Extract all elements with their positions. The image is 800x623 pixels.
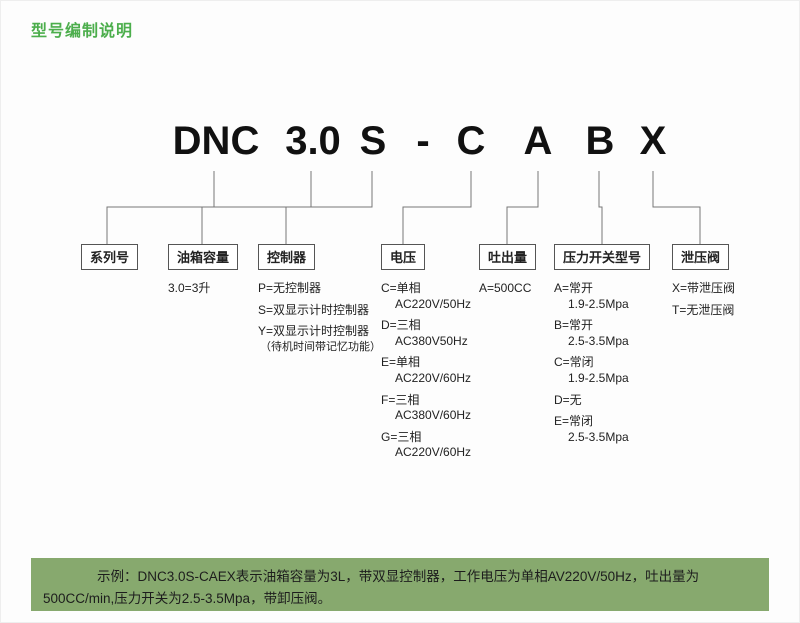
option-line2: AC220V/60Hz <box>395 370 472 385</box>
model-segment-capacity: 3.0 <box>285 119 341 163</box>
footer-example-text: 示例：DNC3.0S-CAEX表示油箱容量为3L，带双显控制器，工作电压为单相A… <box>43 569 700 606</box>
model-segment-voltage: C <box>456 119 486 163</box>
option-item: Y=双显示计时控制器 （待机时间带记忆功能） <box>258 324 381 354</box>
model-segment-series: DNC <box>172 119 260 163</box>
option-list: P=无控制器 S=双显示计时控制器 Y=双显示计时控制器 （待机时间带记忆功能） <box>258 281 381 354</box>
option-line2: AC220V/60Hz <box>395 445 472 460</box>
option-line1: P=无控制器 <box>258 281 322 295</box>
option-list: A=常开 1.9-2.5Mpa B=常开 2.5-3.5Mpa C=常闭 1.9… <box>554 281 650 445</box>
option-item: S=双显示计时控制器 <box>258 303 381 319</box>
option-item: T=无泄压阀 <box>672 303 735 319</box>
option-line1: S=双显示计时控制器 <box>258 302 370 317</box>
option-line1: 3.0=3升 <box>168 281 211 295</box>
option-item: B=常开 2.5-3.5Mpa <box>554 318 650 349</box>
group-relief-valve: 泄压阀 X=带泄压阀 T=无泄压阀 <box>672 244 735 324</box>
option-line2: AC380V/60Hz <box>395 408 472 423</box>
option-item: E=单相 AC220V/60Hz <box>381 355 471 386</box>
group-tank-capacity: 油箱容量 3.0=3升 <box>168 244 239 303</box>
option-line1: G=三相 <box>381 429 422 444</box>
option-line1: A=常开 <box>554 281 594 295</box>
group-label-box-controller: 控制器 <box>258 244 316 270</box>
option-line1: E=单相 <box>381 355 421 370</box>
group-discharge: 吐出量 A=500CC <box>479 244 537 303</box>
page-title: 型号编制说明 <box>31 23 134 40</box>
option-line2: 2.5-3.5Mpa <box>568 333 629 348</box>
group-label-box-series: 系列号 <box>81 244 139 270</box>
option-list: X=带泄压阀 T=无泄压阀 <box>672 281 735 318</box>
option-line2: 1.9-2.5Mpa <box>568 370 629 385</box>
group-label-box-discharge: 吐出量 <box>479 244 537 270</box>
option-line1: B=常开 <box>554 318 594 333</box>
group-label-box-tank-capacity: 油箱容量 <box>168 244 239 270</box>
group-series: 系列号 <box>81 244 139 270</box>
model-segment-pressure-switch: B <box>585 119 615 163</box>
option-line1: A=500CC <box>479 281 532 295</box>
option-item: D=三相 AC380V50Hz <box>381 318 471 349</box>
group-pressure-switch: 压力开关型号 A=常开 1.9-2.5Mpa B=常开 2.5-3.5Mpa C… <box>554 244 651 451</box>
option-item: G=三相 AC220V/60Hz <box>381 430 471 461</box>
option-line2: 2.5-3.5Mpa <box>568 429 629 444</box>
model-segment-dash: - <box>416 119 430 163</box>
option-line2: 1.9-2.5Mpa <box>568 296 629 311</box>
option-line2: AC380V50Hz <box>395 333 468 348</box>
option-item: X=带泄压阀 <box>672 281 735 297</box>
option-list: C=单相 AC220V/50Hz D=三相 AC380V50Hz E=单相 AC… <box>381 281 471 461</box>
option-line1: D=无 <box>554 392 582 407</box>
option-line1: D=三相 <box>381 318 421 333</box>
model-segment-relief-valve: X <box>639 119 667 163</box>
group-label-box-pressure-switch: 压力开关型号 <box>554 244 651 270</box>
option-line2: （待机时间带记忆功能） <box>260 340 381 353</box>
group-voltage: 电压 C=单相 AC220V/50Hz D=三相 AC380V50Hz E=单相… <box>381 244 471 467</box>
model-segment-controller: S <box>359 119 387 163</box>
option-list: 3.0=3升 <box>168 281 238 297</box>
option-line1: E=常闭 <box>554 414 594 429</box>
option-item: E=常闭 2.5-3.5Mpa <box>554 414 650 445</box>
option-line1: Y=双显示计时控制器 <box>258 324 370 339</box>
option-list: A=500CC <box>479 281 536 297</box>
footer-example-bar: 示例：DNC3.0S-CAEX表示油箱容量为3L，带双显控制器，工作电压为单相A… <box>31 558 769 611</box>
group-label-box-voltage: 电压 <box>381 244 426 270</box>
option-item: F=三相 AC380V/60Hz <box>381 393 471 424</box>
option-line1: C=常闭 <box>554 355 594 370</box>
option-line1: X=带泄压阀 <box>672 281 736 295</box>
option-line1: F=三相 <box>381 392 420 407</box>
option-item: A=500CC <box>479 281 536 297</box>
group-controller: 控制器 P=无控制器 S=双显示计时控制器 Y=双显示计时控制器 （待机时间带记… <box>258 244 381 360</box>
option-line2: AC220V/50Hz <box>395 296 472 311</box>
option-item: A=常开 1.9-2.5Mpa <box>554 281 650 312</box>
option-item: C=单相 AC220V/50Hz <box>381 281 471 312</box>
option-item: C=常闭 1.9-2.5Mpa <box>554 355 650 386</box>
option-line1: C=单相 <box>381 281 421 295</box>
option-item: D=无 <box>554 393 650 409</box>
option-item: 3.0=3升 <box>168 281 238 297</box>
option-item: P=无控制器 <box>258 281 381 297</box>
group-label-box-relief-valve: 泄压阀 <box>672 244 730 270</box>
model-segment-discharge: A <box>523 119 553 163</box>
option-line1: T=无泄压阀 <box>672 302 735 317</box>
